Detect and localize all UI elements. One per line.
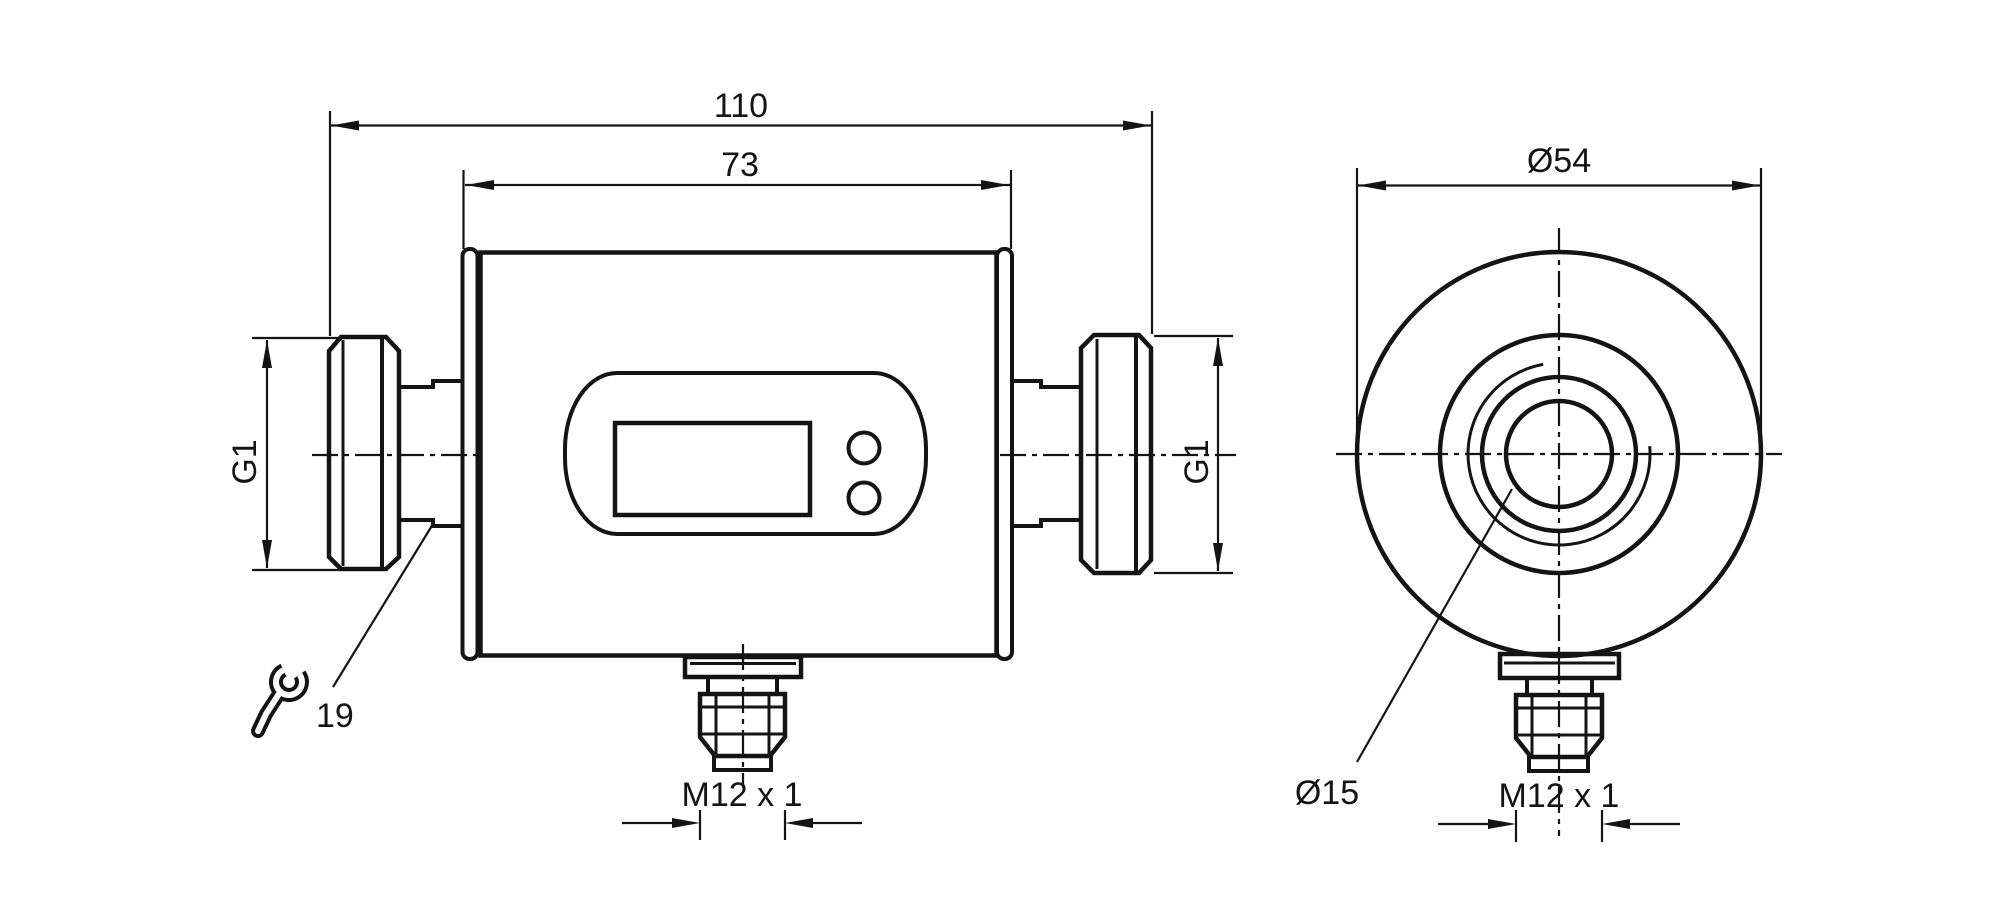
- front-view: 110 73 G1 G1: [226, 87, 1236, 840]
- dimension-outer-diameter: Ø54: [1355, 142, 1763, 462]
- thread-arc: [1466, 362, 1652, 547]
- bore-diameter-label: Ø15: [1295, 774, 1359, 812]
- bore-leader-line: [1356, 488, 1513, 763]
- side-view: Ø54 Ø15 M12 x 1: [1295, 142, 1782, 842]
- wrench-leader-line: [332, 523, 434, 688]
- housing-end-cap-left: [460, 247, 480, 661]
- dimension-overall-width: 110: [328, 87, 1154, 336]
- pipe-right-bottom: [1013, 518, 1081, 528]
- wrench-size-label: 19: [316, 697, 354, 735]
- m12-connector-front: [682, 654, 804, 772]
- thread-right-label: G1: [1178, 439, 1216, 484]
- dimension-connector-side: M12 x 1: [1438, 777, 1680, 842]
- lcd-screen: [612, 420, 813, 518]
- fitting-circle: [1437, 332, 1681, 576]
- pipe-left-bottom: [399, 518, 462, 528]
- dimension-bore-diameter: Ø15: [1295, 488, 1513, 812]
- fitting-right: [1078, 332, 1154, 576]
- dimension-body-width: 73: [462, 146, 1013, 249]
- display-panel: [563, 371, 928, 536]
- button-upper: [846, 430, 882, 466]
- thread-left-label: G1: [226, 439, 264, 484]
- housing-body: [478, 250, 999, 658]
- overall-width-label: 110: [714, 87, 768, 125]
- wrench-size-callout: 19: [251, 523, 434, 738]
- housing-end-cap-right: [995, 247, 1014, 661]
- pipe-left-top: [399, 379, 462, 389]
- button-lower: [846, 480, 882, 516]
- body-width-label: 73: [721, 146, 759, 184]
- pipe-right-top: [1013, 379, 1081, 389]
- fitting-left: [326, 334, 402, 572]
- dimension-thread-right: G1: [1154, 334, 1233, 575]
- wrench-icon: [251, 663, 309, 738]
- outer-diameter-label: Ø54: [1527, 142, 1591, 180]
- m12-connector-side: [1497, 651, 1622, 773]
- dimension-thread-left: G1: [226, 336, 341, 572]
- connector-side-label: M12 x 1: [1499, 777, 1620, 815]
- pipe-circle: [1479, 374, 1639, 534]
- bore-circle: [1503, 398, 1615, 510]
- connector-front-label: M12 x 1: [682, 776, 803, 814]
- dimension-connector-front: M12 x 1: [622, 776, 862, 840]
